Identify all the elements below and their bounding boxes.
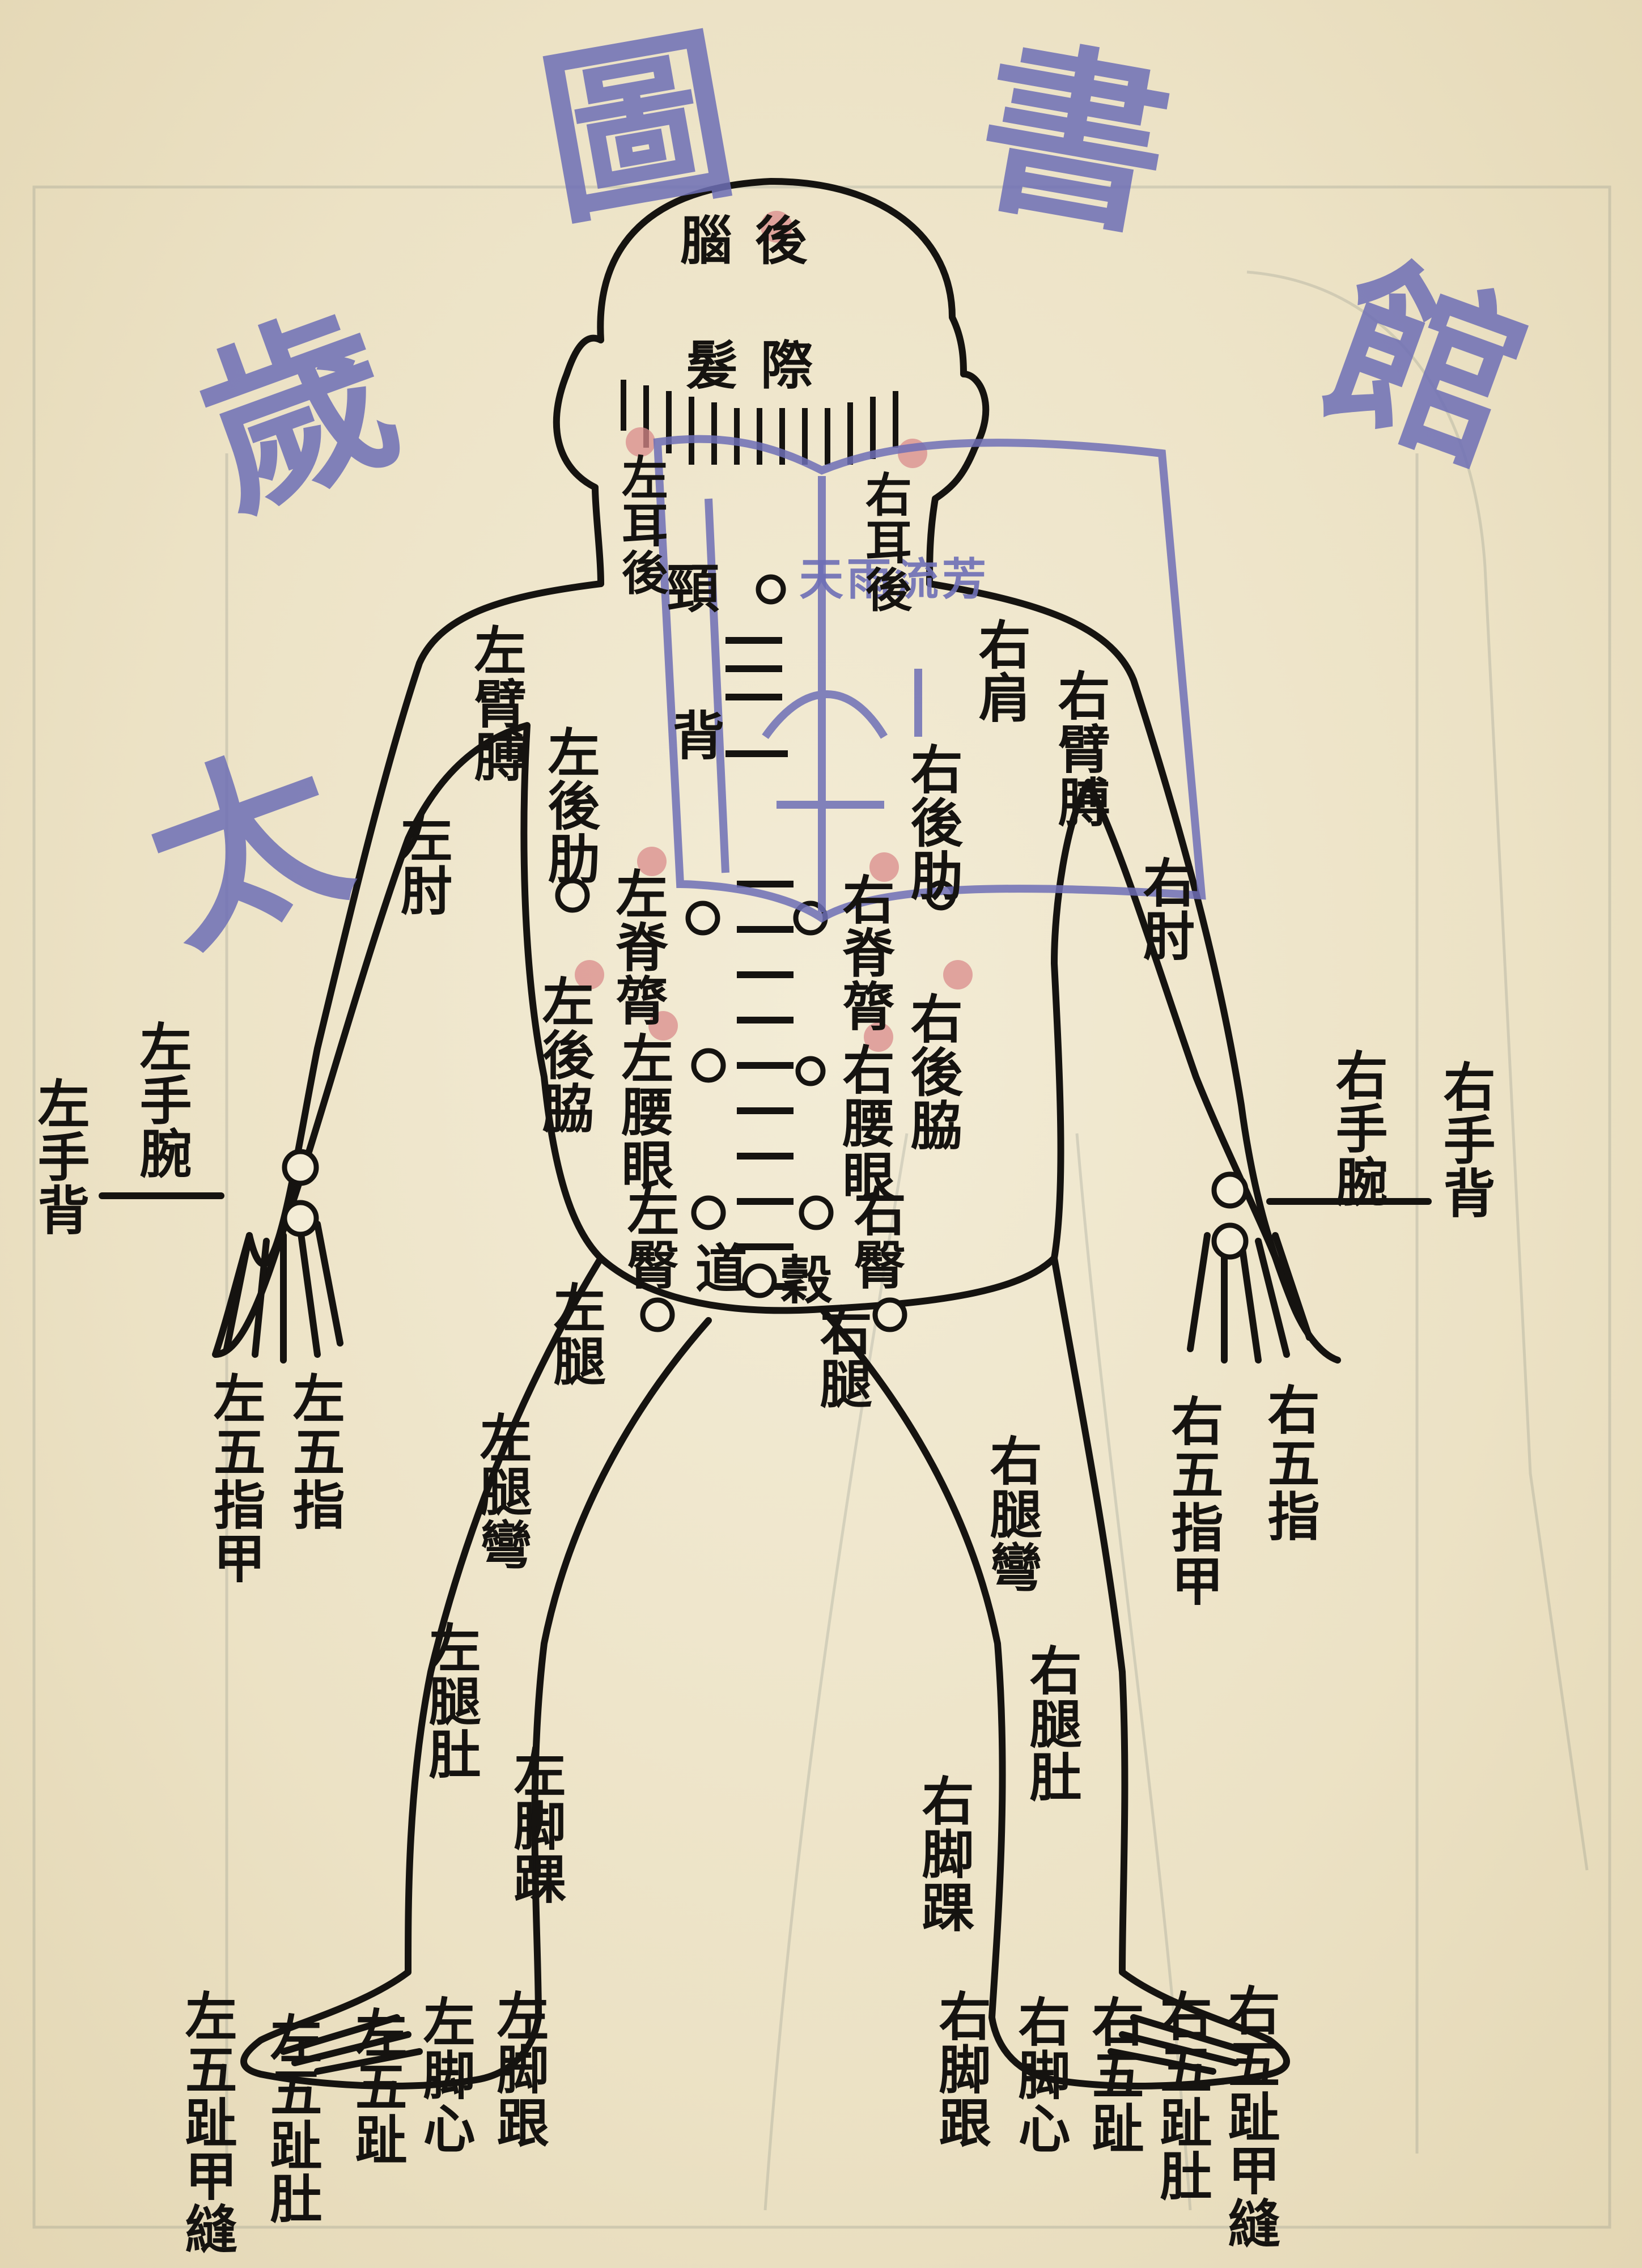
label-dao: 道 bbox=[691, 1241, 742, 1294]
label-l-ankle: 左脚踝 bbox=[510, 1745, 561, 1905]
label-r-leg: 右腿 bbox=[816, 1303, 867, 1410]
label-r-backrib2: 右後脇 bbox=[907, 992, 958, 1152]
label-r-fingers: 右五指 bbox=[1264, 1383, 1315, 1543]
label-foot-left-4: 左脚心 bbox=[419, 1995, 470, 2155]
label-l-nails: 左五指甲 bbox=[210, 1371, 261, 1585]
label-r-spine: 右脊膂 bbox=[839, 873, 890, 1033]
label-r-arm: 右臂膊 bbox=[1054, 669, 1105, 829]
seal-char-3: 圖 bbox=[529, 19, 746, 236]
label-right-ear: 右耳後 bbox=[862, 470, 907, 613]
label-foot-right-3: 右五趾 bbox=[1088, 1995, 1139, 2155]
label-l-leg: 左腿 bbox=[550, 1281, 601, 1387]
label-l-spine: 左脊膂 bbox=[612, 867, 663, 1027]
label-l-knee: 左腿彎 bbox=[476, 1411, 527, 1571]
label-foot-left-5: 左脚跟 bbox=[493, 1989, 544, 2149]
label-r-shoulder: 右肩 bbox=[975, 618, 1026, 724]
label-foot-right-4: 右五趾肚 bbox=[1156, 1989, 1207, 2202]
label-foot-left-1: 左五趾甲縫 bbox=[181, 1989, 232, 2256]
label-l-arm: 左臂膊 bbox=[470, 623, 521, 783]
label-r-ankle: 右脚踝 bbox=[918, 1774, 969, 1934]
label-jing: 頸 bbox=[663, 561, 714, 614]
label-r-hip: 右臀 bbox=[850, 1184, 901, 1291]
label-r-wrist: 右手腕 bbox=[1332, 1048, 1383, 1208]
label-r-backrib: 右後肋 bbox=[907, 742, 958, 902]
label-l-backrib2: 左後脇 bbox=[538, 975, 589, 1135]
spine-vertebrae bbox=[725, 640, 794, 1286]
label-l-handback: 左手背 bbox=[34, 1077, 85, 1237]
label-r-nails: 右五指甲 bbox=[1168, 1394, 1219, 1607]
label-foot-right-2: 右脚心 bbox=[1015, 1995, 1066, 2155]
label-fajie: 髮際 bbox=[686, 340, 835, 391]
label-r-handback: 右手背 bbox=[1440, 1060, 1491, 1220]
label-left-ear: 左耳後 bbox=[618, 453, 663, 596]
label-l-fingers: 左五指 bbox=[289, 1371, 340, 1531]
label-r-elbow: 右肘 bbox=[1139, 856, 1190, 962]
label-gu: 穀 bbox=[777, 1252, 828, 1306]
label-r-calf: 右腿肚 bbox=[1026, 1643, 1077, 1803]
seal-char-4: 書 bbox=[966, 31, 1182, 247]
label-r-knee: 右腿彎 bbox=[986, 1434, 1037, 1594]
label-back: 背 bbox=[669, 708, 720, 762]
label-foot-right-5: 右五趾甲縫 bbox=[1224, 1984, 1275, 2250]
label-l-waist: 左腰眼 bbox=[618, 1031, 669, 1191]
label-naohou: 腦後 bbox=[680, 215, 830, 266]
label-l-backrib: 左後肋 bbox=[544, 725, 595, 885]
label-l-calf: 左腿肚 bbox=[425, 1621, 476, 1781]
label-foot-left-2: 左五趾肚 bbox=[266, 2012, 317, 2225]
label-l-elbow: 左肘 bbox=[397, 810, 448, 917]
label-l-wrist: 左手腕 bbox=[136, 1020, 187, 1180]
label-foot-right-1: 右脚跟 bbox=[935, 1989, 986, 2149]
label-foot-left-3: 左五趾 bbox=[351, 2006, 402, 2166]
label-l-hip: 左臀 bbox=[623, 1184, 674, 1291]
label-r-waist: 右腰眼 bbox=[839, 1043, 890, 1203]
